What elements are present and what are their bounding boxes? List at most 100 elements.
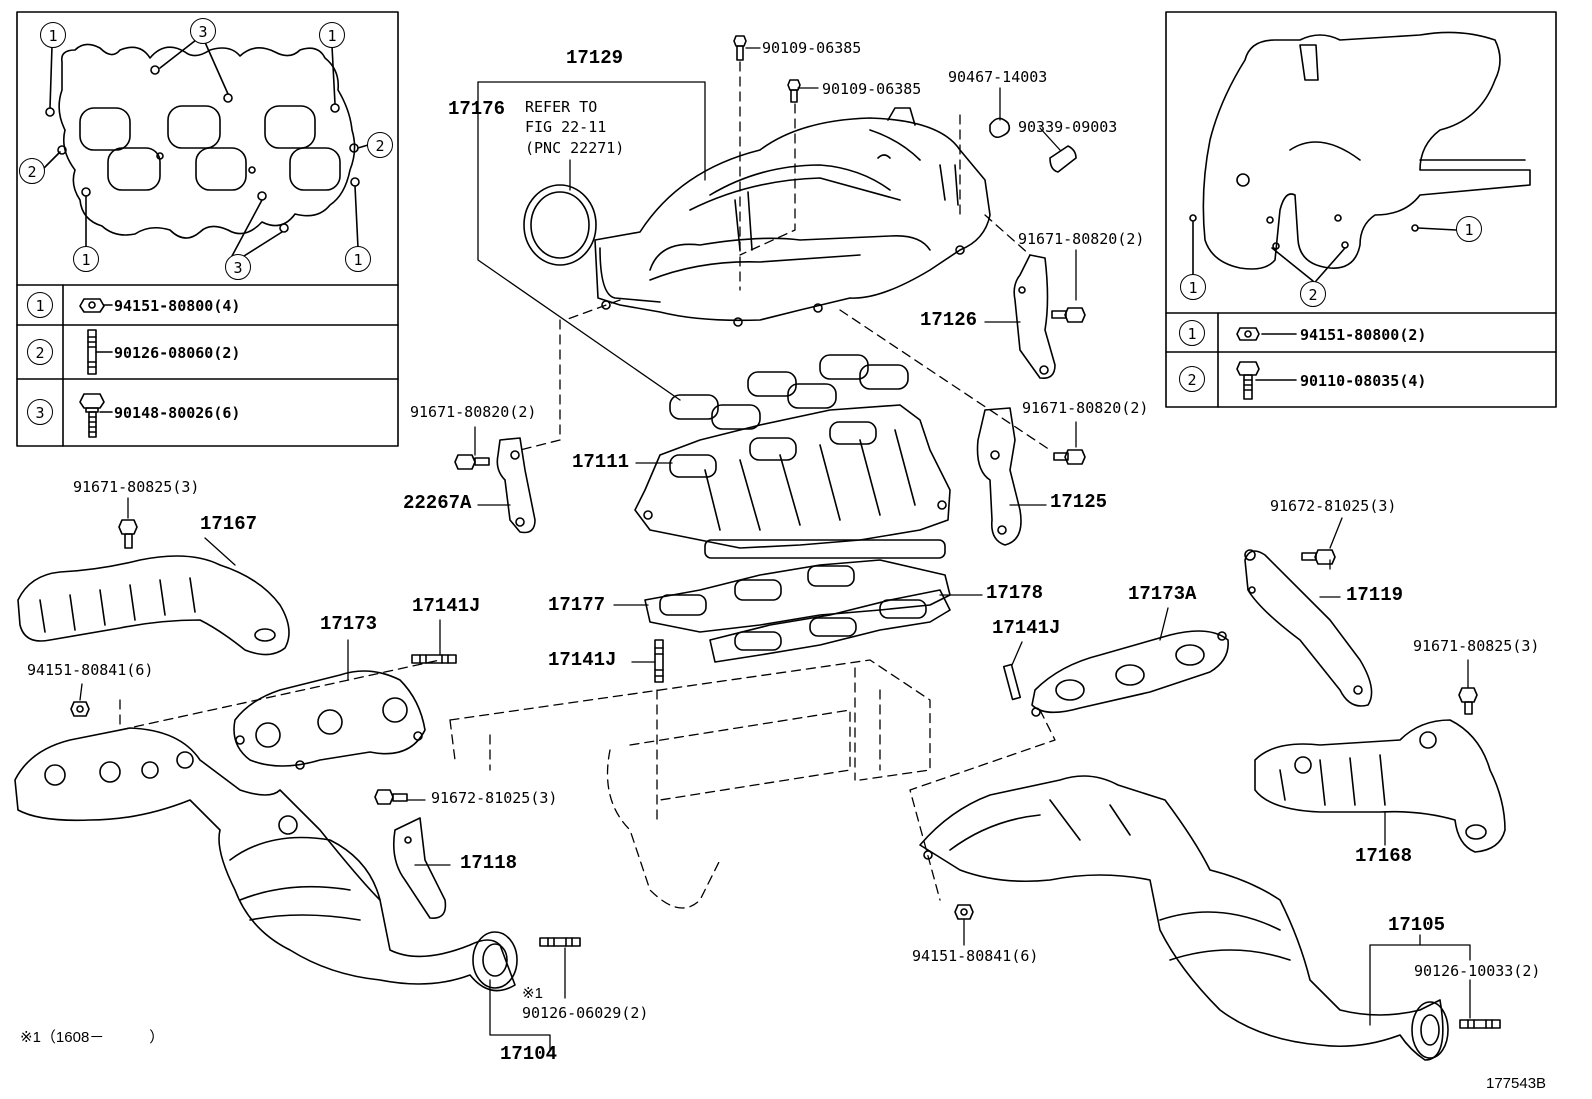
part-label: 91671-80825(3) [73, 478, 200, 496]
nut-icon-legend-right [1236, 327, 1297, 341]
legend-num: 2 [1179, 366, 1205, 392]
part-label: 17105 [1388, 914, 1446, 936]
stud-90126-06029 [539, 937, 581, 947]
part-label: 91671-80820(2) [410, 403, 537, 421]
oring-17176 [523, 184, 597, 266]
callout-1: 1 [1180, 274, 1206, 300]
engine-block-outline [119, 61, 1331, 909]
callout-2: 2 [1300, 281, 1326, 307]
left-inset-gasket-drawing [43, 39, 369, 257]
refer-note: (PNC 22271) [525, 139, 625, 157]
legend-part: 90110-08035(4) [1300, 372, 1427, 390]
stud-17141J-l [411, 654, 457, 664]
stud-90126-10033 [1459, 1019, 1501, 1029]
part-label: 17141J [548, 649, 617, 671]
callout-3: 3 [190, 18, 216, 44]
gasket-set-top [669, 354, 909, 430]
part-label: 17129 [566, 47, 624, 69]
part-label: 91672-81025(3) [431, 789, 558, 807]
callout-1: 1 [345, 246, 371, 272]
left-inset-frame [16, 11, 399, 447]
intake-manifold-17111 [634, 404, 951, 559]
clamp-90467 [989, 117, 1011, 139]
bolt-91672-81025-l [374, 789, 408, 805]
part-label: 22267A [403, 492, 472, 514]
part-label: 17104 [500, 1043, 558, 1065]
bolt-91671-80820-r1 [1051, 307, 1086, 323]
intake-plenum-17129 [594, 107, 991, 327]
exhaust-manifold-17105 [919, 775, 1449, 1061]
part-label: 17125 [1050, 491, 1108, 513]
bracket-22267A [496, 437, 536, 534]
part-label: 17168 [1355, 845, 1413, 867]
bolt-91671-80820-r2 [1053, 449, 1086, 465]
refer-note: REFER TO [525, 98, 598, 116]
bolt-91671-80825-r [1458, 687, 1478, 715]
bracket-17118 [392, 817, 447, 919]
exhaust-manifold-17104 [14, 727, 518, 992]
part-label: 17126 [920, 309, 978, 331]
right-inset-frame [1165, 11, 1557, 408]
bolt-90109-a [733, 35, 747, 61]
gasket-17177 [644, 559, 951, 633]
stud-17141J-r [1002, 663, 1022, 701]
part-label: 17178 [986, 582, 1044, 604]
part-label: 17118 [460, 852, 518, 874]
legend-num: 2 [27, 339, 53, 365]
part-label: 17141J [412, 595, 481, 617]
legend-part: 94151-80800(2) [1300, 326, 1427, 344]
part-label: 17167 [200, 513, 258, 535]
right-inset-manifold-drawing [1189, 31, 1531, 282]
gasket-17173 [233, 670, 426, 770]
callout-3: 3 [225, 254, 251, 280]
legend-num: 1 [1179, 320, 1205, 346]
part-label: 17119 [1346, 584, 1404, 606]
heat-insulator-17168 [1254, 719, 1506, 853]
gasket-17173A [1031, 630, 1229, 717]
figure-id: 177543B [1486, 1075, 1547, 1092]
leader-lines [79, 47, 1471, 1051]
nut-94151-80841-l [70, 701, 90, 717]
callout-1: 1 [73, 246, 99, 272]
part-label: 17173 [320, 613, 378, 635]
heat-insulator-17167 [17, 555, 290, 656]
part-label: 94151-80841(6) [912, 947, 1039, 965]
part-label: 17141J [992, 617, 1061, 639]
bolt-91671-80825-l [118, 519, 138, 549]
footnote: ※1（1608－ ） [20, 1029, 165, 1046]
bracket-17119 [1244, 549, 1373, 707]
part-label: 17176 [448, 98, 506, 120]
stud-17141J-center [654, 639, 664, 683]
part-label: 94151-80841(6) [27, 661, 154, 679]
part-label: 17111 [572, 451, 630, 473]
part-label: 91671-80825(3) [1413, 637, 1540, 655]
part-label: 90126-06029(2) [522, 1004, 649, 1022]
callout-1: 1 [319, 22, 345, 48]
callout-2: 2 [367, 132, 393, 158]
bolt-91671-80820-l [454, 454, 490, 470]
callout-1: 1 [40, 22, 66, 48]
part-label: 90109-06385 [762, 39, 862, 57]
callout-1: 1 [1456, 216, 1482, 242]
legend-part: 94151-80800(4) [114, 297, 241, 315]
bracket-17125 [976, 407, 1022, 546]
hose-90339 [1049, 145, 1077, 173]
part-label: 17173A [1128, 583, 1197, 605]
nut-icon-legend [79, 298, 113, 313]
legend-part: 90148-80026(6) [114, 404, 241, 422]
note-mark: ※1 [522, 985, 543, 1002]
part-label: 90339-09003 [1018, 118, 1118, 136]
bolt-91672-81025-r [1301, 549, 1336, 565]
bolt-90109-b [787, 79, 801, 103]
stud-icon-legend [87, 329, 113, 375]
part-label: 17177 [548, 594, 606, 616]
part-label: 91672-81025(3) [1270, 497, 1397, 515]
bolt-icon-legend-right [1236, 361, 1297, 400]
bolt-icon-legend [79, 393, 113, 438]
refer-note: FIG 22-11 [525, 118, 607, 136]
part-label: 91671-80820(2) [1022, 399, 1149, 417]
legend-part: 90126-08060(2) [114, 344, 241, 362]
callout-2: 2 [19, 158, 45, 184]
part-label: 90109-06385 [822, 80, 922, 98]
